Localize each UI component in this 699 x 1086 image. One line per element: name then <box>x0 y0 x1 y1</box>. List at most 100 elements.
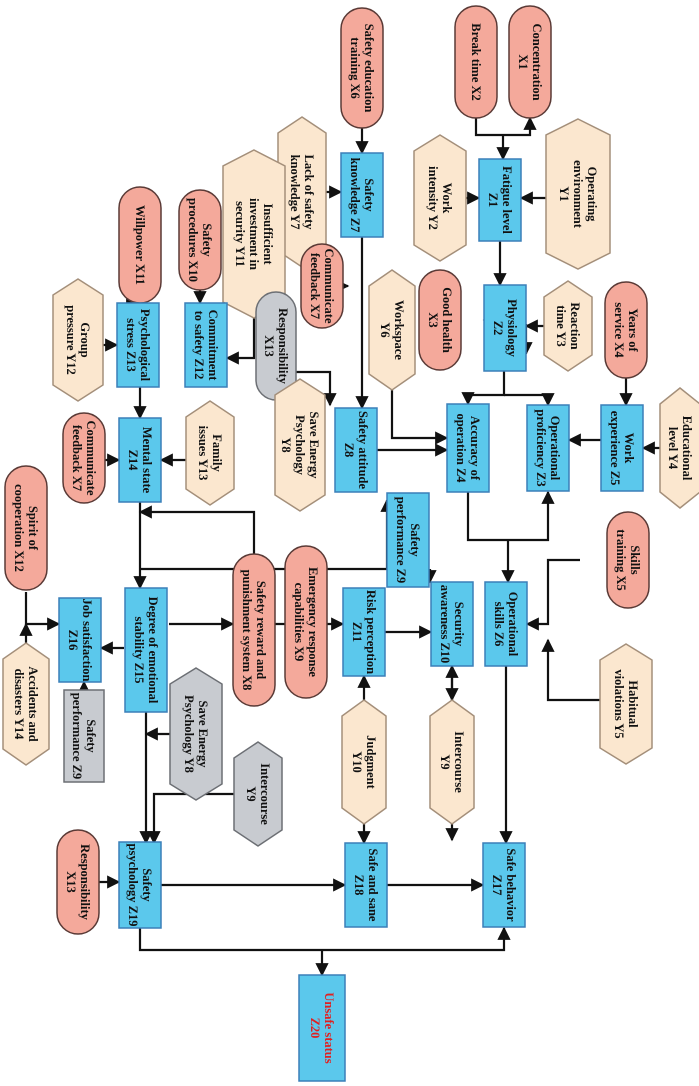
node-label: Habitual <box>626 680 640 728</box>
node-label: Safety attitude <box>356 411 370 490</box>
node-label: Save Energy <box>196 700 210 768</box>
node-label: Safety <box>408 523 422 557</box>
node-label: Z11 <box>350 622 364 642</box>
node-label: pressure Y12 <box>64 305 78 375</box>
node-label: service X4 <box>612 302 626 358</box>
factor-hexagon <box>599 643 653 765</box>
node-label: Operational <box>548 416 562 481</box>
factor-pill <box>178 189 222 291</box>
connector-arrow <box>525 558 580 631</box>
node-label: intensity Y2 <box>426 166 440 230</box>
node-label: Work <box>440 183 454 214</box>
connector-arrow <box>504 393 555 407</box>
node-label: Safety <box>200 223 214 257</box>
factor-hexagon <box>2 642 50 766</box>
connector-arrow <box>138 926 511 952</box>
node-label: Skills <box>628 545 642 574</box>
node-label: experience Z5 <box>608 411 622 486</box>
factor-hexagon <box>659 387 699 509</box>
node-label: Y9 <box>244 786 258 801</box>
process-box <box>386 492 430 588</box>
process-box <box>446 403 490 493</box>
factor-pill <box>56 829 100 935</box>
factor-hexagon <box>185 400 235 506</box>
node-label: knowledge Z7 <box>348 158 362 233</box>
node-label: Y6 <box>378 322 392 337</box>
node-label: violations Y5 <box>612 669 626 738</box>
node-label: Responsibility <box>78 844 92 920</box>
process-box <box>118 841 162 929</box>
node-label: to safety Z12 <box>192 311 206 380</box>
node-label: Safety <box>84 719 98 753</box>
factor-hexagon <box>429 699 475 825</box>
process-box <box>482 842 526 928</box>
process-box <box>58 597 102 683</box>
node-label: X13 <box>262 335 276 357</box>
node-label: Safety <box>362 178 376 212</box>
node-label: Y1 <box>557 186 571 201</box>
node-label: Job satisfaction <box>80 599 94 682</box>
node-label: Psychology Y8 <box>182 695 196 773</box>
node-label: Commitment <box>206 310 220 382</box>
node-label: Operating <box>585 167 599 223</box>
process-box <box>298 974 346 1082</box>
factor-hexagon <box>274 378 326 512</box>
node-break-time: Break time X2 <box>454 5 498 119</box>
factor-hexagon <box>233 741 283 847</box>
factor-hexagon <box>368 269 416 391</box>
connector-arrow <box>474 116 537 137</box>
node-label: Willpower X11 <box>133 205 147 285</box>
node-label: Good health <box>440 287 454 353</box>
connector-arrow <box>461 371 506 406</box>
node-label: training X6 <box>348 37 362 98</box>
node-label: Safe behavior <box>504 848 518 922</box>
node-label: Y9 <box>438 754 452 769</box>
node-label: Safe and sane <box>366 849 380 922</box>
node-label: Y10 <box>350 751 364 773</box>
node-label: capabilities X9 <box>292 583 306 662</box>
process-box <box>116 302 160 388</box>
factor-pill <box>232 553 276 707</box>
process-box <box>483 284 527 372</box>
node-label: time Y3 <box>554 305 568 347</box>
factor-pill <box>300 243 344 329</box>
node-willpower: Willpower X11 <box>118 186 162 304</box>
node-label: Educational <box>680 416 694 481</box>
node-label: Z16 <box>66 630 80 651</box>
node-label: stability Z15 <box>132 616 146 683</box>
node-label: Z17 <box>490 875 504 896</box>
node-label: Psychology <box>293 415 307 475</box>
node-label: performance Z9 <box>70 693 84 779</box>
connector-arrow <box>24 592 61 631</box>
node-label: Z1 <box>486 193 500 208</box>
node-label: Safety <box>140 868 154 902</box>
node-label: Group <box>78 322 92 357</box>
node-label: disasters Y14 <box>12 669 26 740</box>
factor-hexagon <box>222 149 286 319</box>
process-box <box>478 158 522 242</box>
node-label: Z2 <box>491 321 505 336</box>
factor-hexagon <box>169 667 223 801</box>
node-label: Degree of emotional <box>146 597 160 704</box>
